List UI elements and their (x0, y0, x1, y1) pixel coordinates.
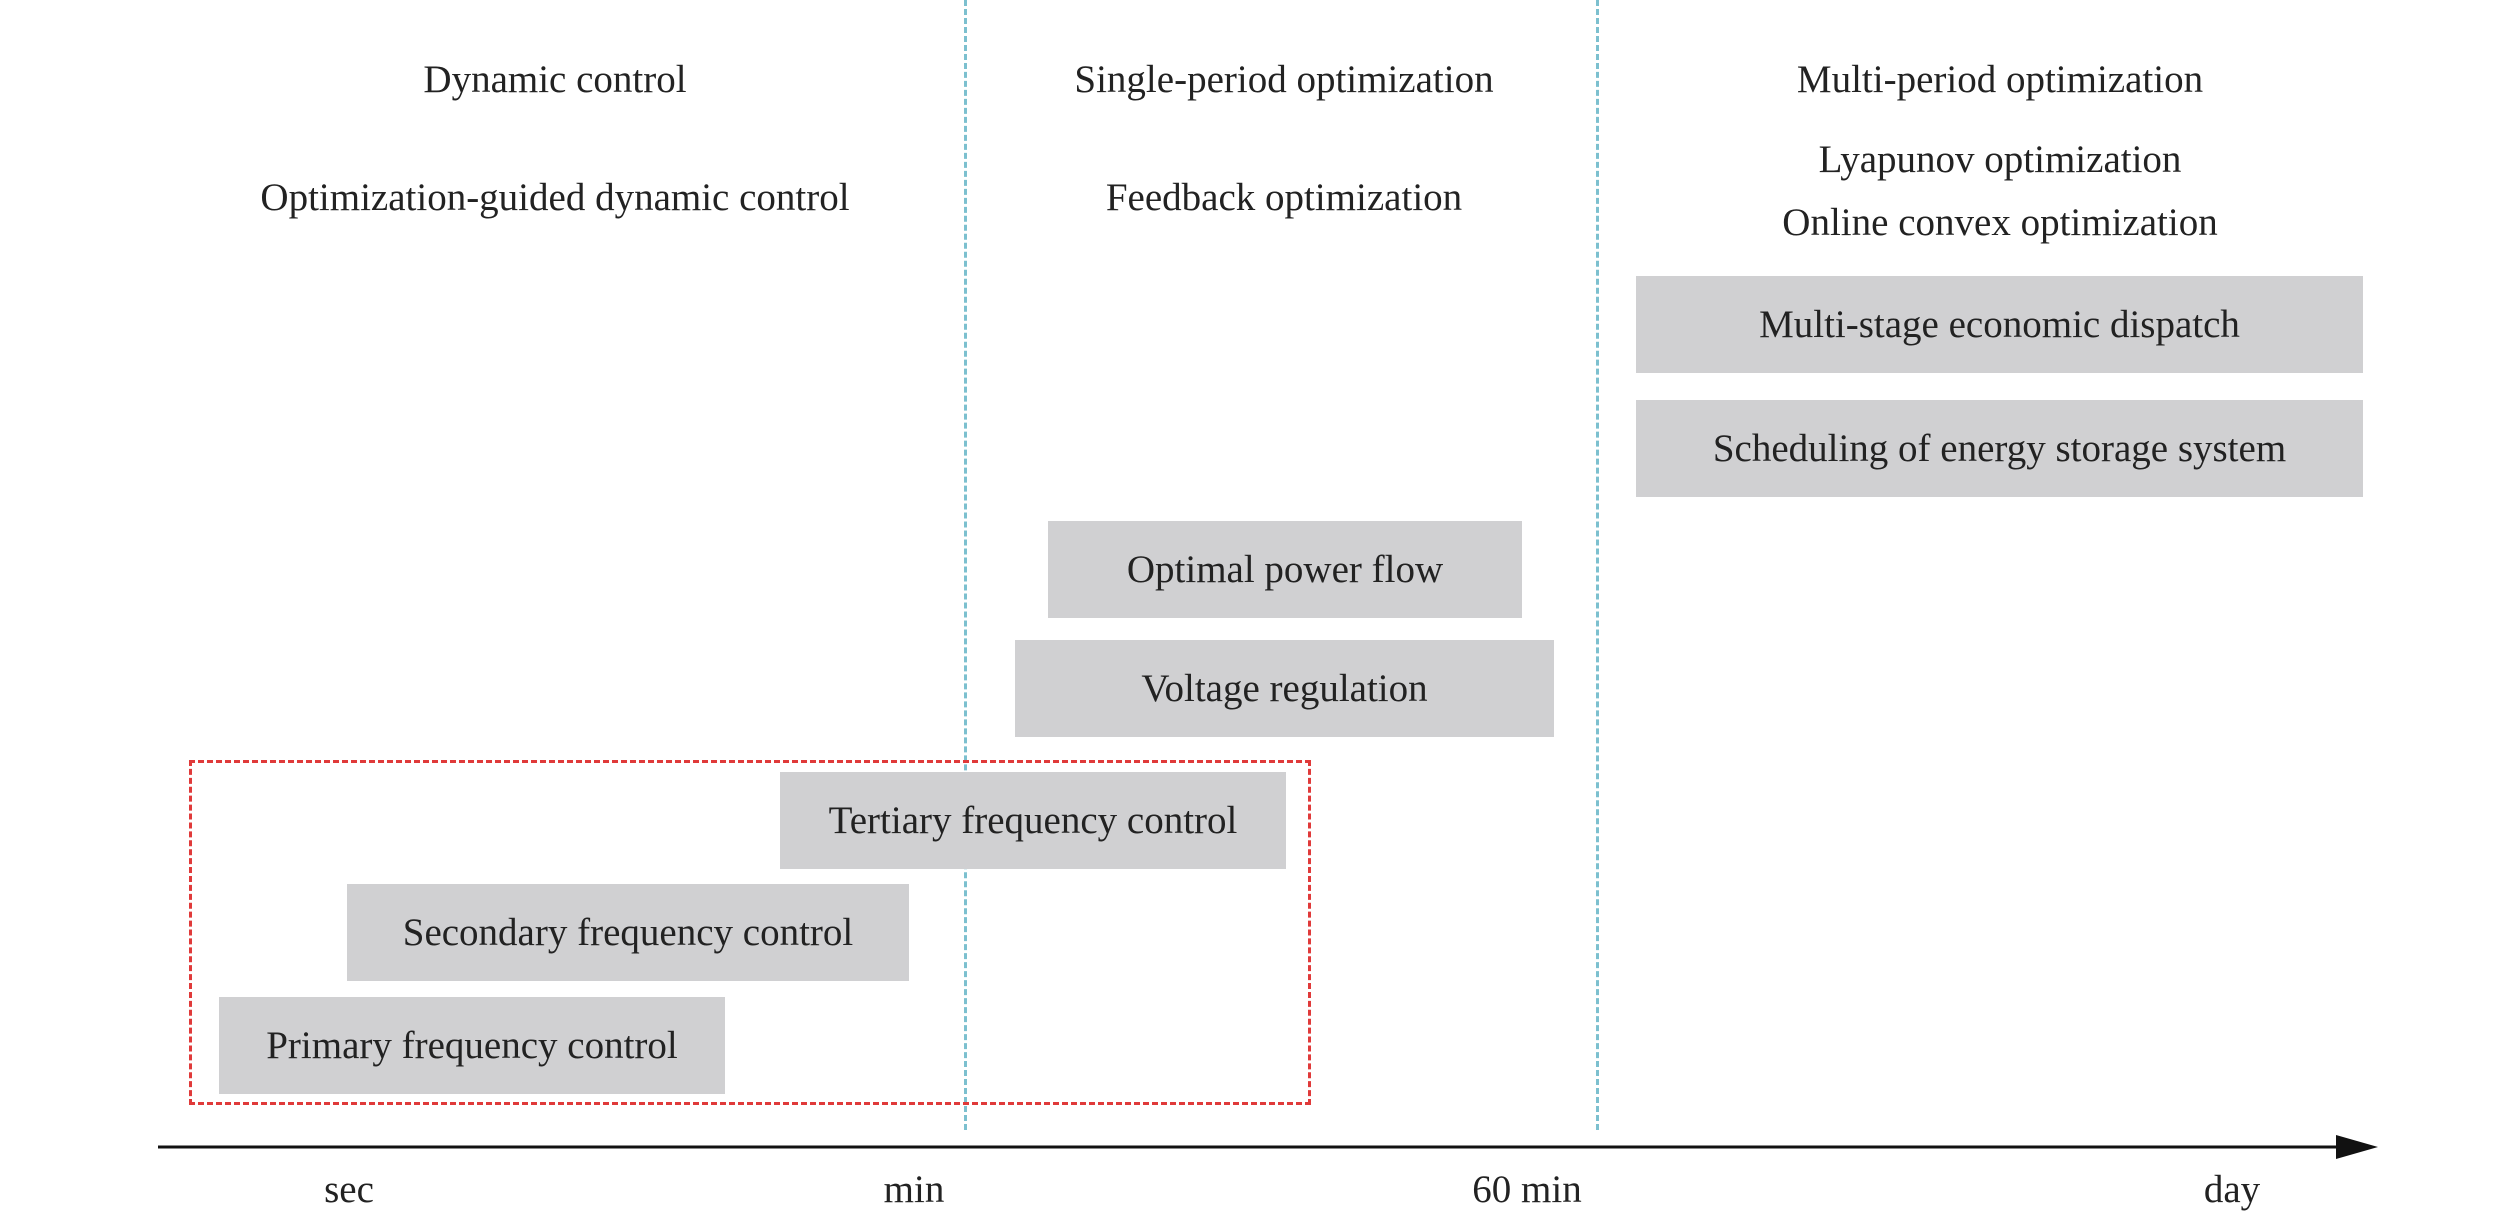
tick-label-60min: 60 min (1472, 1168, 1582, 1211)
box-voltage-regulation: Voltage regulation (1015, 640, 1554, 737)
tick-label-sec: sec (324, 1168, 374, 1211)
box-multi-stage-dispatch: Multi-stage economic dispatch (1636, 276, 2363, 373)
time-axis-arrowhead (2336, 1135, 2378, 1159)
heading-multi-period: Multi-period optimization (1796, 58, 2204, 101)
divider-line-60min (1596, 0, 1599, 1130)
box-primary-frequency-control: Primary frequency control (219, 997, 725, 1094)
box-secondary-frequency-control: Secondary frequency control (347, 884, 909, 981)
box-tertiary-frequency-control: Tertiary frequency control (780, 772, 1286, 869)
heading-dynamic-control: Dynamic control (423, 58, 687, 101)
heading-online-convex: Online convex optimization (1782, 201, 2218, 244)
box-optimal-power-flow: Optimal power flow (1048, 521, 1522, 618)
tick-label-day: day (2203, 1168, 2261, 1211)
heading-optimization-guided: Optimization-guided dynamic control (260, 176, 850, 219)
frequency-control-highlight-box (189, 760, 1311, 1105)
tick-label-min: min (883, 1168, 945, 1211)
heading-single-period: Single-period optimization (1074, 58, 1494, 101)
box-energy-storage-scheduling: Scheduling of energy storage system (1636, 400, 2363, 497)
divider-line-min (964, 0, 967, 1130)
heading-feedback-optimization: Feedback optimization (1105, 176, 1463, 219)
heading-lyapunov: Lyapunov optimization (1818, 138, 2182, 181)
